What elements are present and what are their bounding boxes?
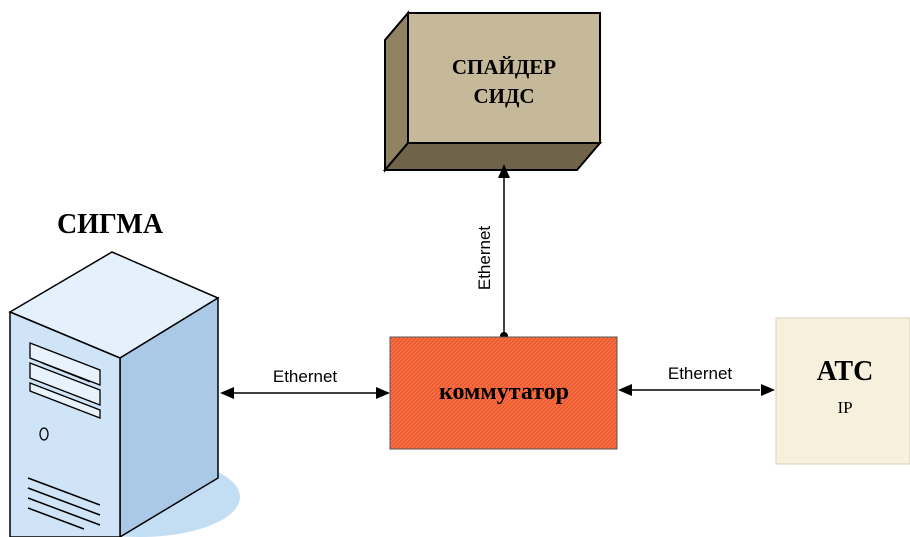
link-switch-ats: Ethernet — [618, 364, 775, 396]
drive-bays-icon — [29, 342, 101, 419]
arrow-right-icon — [376, 387, 390, 399]
spider-sids-box: СПАЙДЕР СИДС — [382, 10, 603, 173]
power-button-icon — [39, 427, 49, 441]
sigma-label: СИГМА — [57, 209, 164, 240]
arrow-left-icon — [220, 387, 234, 399]
spider-label-line1: СПАЙДЕР — [452, 55, 556, 79]
ats-sublabel: IP — [837, 398, 852, 417]
arrow-up-icon — [498, 164, 510, 178]
link-switch-spider: Ethernet — [475, 164, 510, 340]
link-label-switch-spider: Ethernet — [475, 226, 494, 291]
link-label-sigma-switch: Ethernet — [273, 367, 338, 386]
spider-label-line2: СИДС — [473, 84, 534, 108]
switch-box: коммутатор — [389, 336, 618, 450]
switch-label: коммутатор — [439, 379, 569, 405]
arrow-right-icon — [761, 384, 775, 396]
arrow-left-icon — [618, 384, 632, 396]
link-label-switch-ats: Ethernet — [668, 364, 733, 383]
ats-label: АТС — [817, 356, 874, 387]
ats-box: АТС IP — [775, 317, 910, 465]
link-sigma-switch: Ethernet — [220, 367, 390, 399]
sigma-server: СИГМА — [8, 209, 240, 537]
vent-grille-icon — [27, 477, 101, 530]
